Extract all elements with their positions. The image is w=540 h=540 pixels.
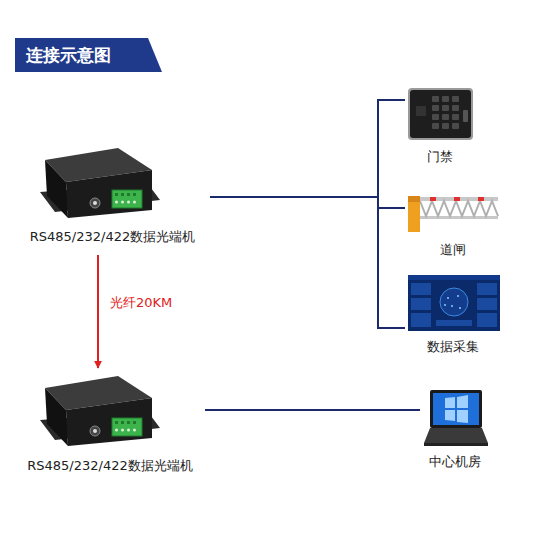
- bus-line: [210, 197, 405, 208]
- device-node: 门禁: [405, 85, 475, 165]
- device-node: RS485/232/422数据光端机: [15, 140, 210, 245]
- device-node: 道闸: [405, 180, 500, 258]
- bus-line: [210, 197, 405, 328]
- device-label: RS485/232/422数据光端机: [30, 229, 195, 245]
- device-label: 中心机房: [429, 454, 481, 470]
- device-label: 门禁: [427, 149, 453, 165]
- title-banner: [15, 38, 162, 72]
- fiber-arrow: [97, 255, 99, 368]
- device-node: 中心机房: [420, 388, 490, 470]
- device-label: 数据采集: [427, 339, 479, 355]
- device-node: 数据采集: [405, 272, 500, 355]
- dashboard-illustration: [408, 275, 500, 331]
- laptop-illustration: [424, 390, 488, 446]
- converter-illustration: [40, 376, 160, 446]
- bus-line: [205, 409, 420, 411]
- edge-label: 光纤20KM: [110, 295, 172, 311]
- bus-line: [210, 100, 405, 197]
- device-label: 道闸: [440, 242, 466, 258]
- barrier-illustration: [408, 196, 498, 232]
- converter-illustration: [40, 148, 160, 218]
- keypad-illustration: [408, 88, 473, 140]
- diagram-title: 连接示意图: [26, 44, 111, 66]
- device-node: RS485/232/422数据光端机: [15, 370, 205, 474]
- device-label: RS485/232/422数据光端机: [27, 458, 192, 474]
